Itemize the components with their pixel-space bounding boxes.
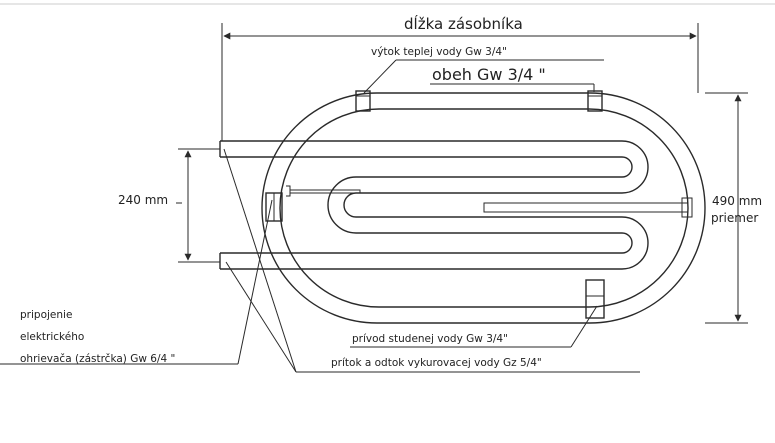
hot-outlet-label: výtok teplej vody Gw 3/4"	[371, 46, 507, 58]
left-heater-fitting	[265, 192, 283, 222]
cold-inlet-label: prívod studenej vody Gw 3/4"	[352, 333, 508, 345]
electric-heater-element	[286, 185, 361, 197]
heating-flow-label: prítok a odtok vykurovacej vody Gz 5/4"	[331, 357, 542, 369]
diameter-word: priemer	[711, 211, 758, 225]
top-left-fitting	[355, 90, 371, 112]
cold-inlet-leader	[570, 305, 598, 348]
heater-label-line2: elektrického	[20, 331, 84, 343]
top-right-fitting	[587, 90, 603, 112]
diameter-value: 490 mm	[712, 194, 762, 208]
hot-outlet-leader	[363, 59, 397, 94]
heater-label-line3: ohrievača (zástrčka) Gw 6/4 "	[20, 353, 175, 365]
tank-outer-shell	[261, 92, 706, 324]
sensor-tube	[483, 197, 693, 218]
diameter-dimension	[705, 92, 748, 324]
length-label: dĺžka zásobníka	[404, 14, 523, 33]
coil-distance-dimension	[176, 148, 220, 263]
coil-distance-label: 240 mm	[118, 193, 168, 207]
bottom-fitting	[585, 279, 605, 319]
circulation-label: obeh Gw 3/4 "	[432, 65, 546, 84]
heater-label-line1: pripojenie	[20, 309, 72, 321]
heating-coil	[219, 140, 649, 270]
heating-flow-leaders	[223, 148, 640, 373]
heater-leader	[237, 199, 273, 365]
length-dimension	[221, 23, 699, 141]
